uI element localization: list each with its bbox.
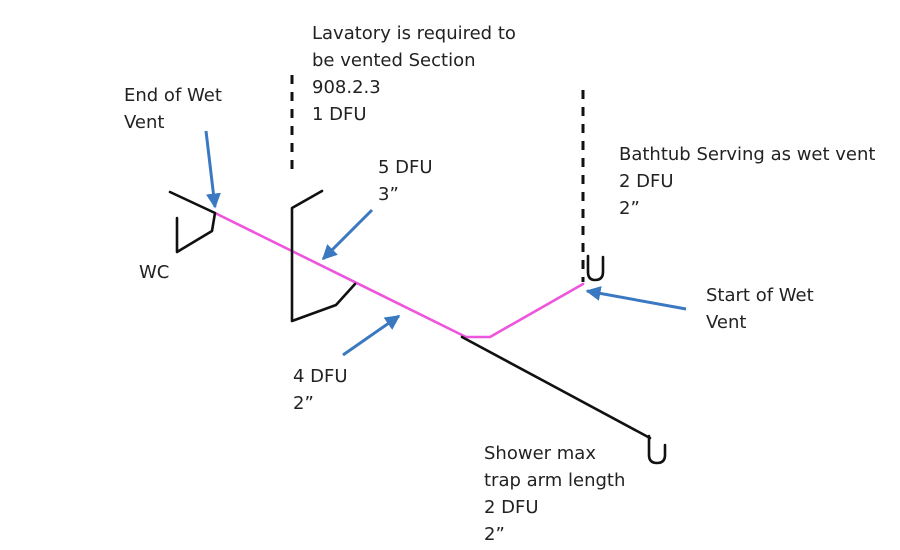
bathtub-line-2: 2 DFU <box>619 171 674 192</box>
arrow-five-dfu <box>321 208 374 261</box>
bathtub-line-1: Bathtub Serving as wet vent <box>619 144 876 165</box>
wc-fixture <box>168 190 217 254</box>
shower-trap-arm-label: Shower max trap arm length 2 DFU 2” <box>484 440 625 548</box>
bathtub-trap-icon <box>586 254 605 282</box>
wc-bowl-outline <box>168 190 217 254</box>
arrow-start-of-wet-vent <box>585 286 687 311</box>
wet-vent-horizontal-pipe <box>213 211 585 339</box>
five-dfu-label: 5 DFU 3” <box>378 154 433 208</box>
callout-arrows <box>204 130 687 357</box>
lavatory-note-line-1: Lavatory is required to <box>312 23 516 44</box>
lavatory-fixture <box>290 75 357 323</box>
shower-line-4: 2” <box>484 524 505 545</box>
arrow-four-dfu <box>342 314 401 357</box>
shower-line-3: 2 DFU <box>484 497 539 518</box>
shower-line-2: trap arm length <box>484 470 626 491</box>
four-dfu-label: 4 DFU 2” <box>293 363 348 417</box>
start-of-wet-vent-label: Start of Wet Vent <box>706 282 814 336</box>
start-of-wet-vent-line-2: Vent <box>706 312 747 333</box>
lavatory-vent-note: Lavatory is required to be vented Sectio… <box>312 20 516 128</box>
shower-trap-icon <box>647 434 667 465</box>
shower-trap-arm <box>460 335 652 440</box>
arrow-end-of-wet-vent <box>204 130 221 209</box>
five-dfu-line-1: 5 DFU <box>378 157 433 178</box>
shower-line-1: Shower max <box>484 443 596 464</box>
five-dfu-line-2: 3” <box>378 184 399 205</box>
bathtub-fixture <box>581 90 605 282</box>
lavatory-note-line-4: 1 DFU <box>312 104 367 125</box>
lavatory-bowl-outline <box>290 189 357 323</box>
wc-label: WC <box>139 262 170 283</box>
lavatory-note-line-2: be vented Section <box>312 50 476 71</box>
end-of-wet-vent-line-1: End of Wet <box>124 85 222 106</box>
end-of-wet-vent-label: End of Wet Vent <box>124 82 222 136</box>
four-dfu-line-1: 4 DFU <box>293 366 348 387</box>
wet-vent-pipe <box>213 211 585 339</box>
shower-drain-pipe <box>460 335 667 465</box>
bathtub-line-3: 2” <box>619 198 640 219</box>
start-of-wet-vent-line-1: Start of Wet <box>706 285 814 306</box>
four-dfu-line-2: 2” <box>293 393 314 414</box>
end-of-wet-vent-line-2: Vent <box>124 112 165 133</box>
bathtub-wet-vent-label: Bathtub Serving as wet vent 2 DFU 2” <box>619 141 875 222</box>
lavatory-note-line-3: 908.2.3 <box>312 77 381 98</box>
